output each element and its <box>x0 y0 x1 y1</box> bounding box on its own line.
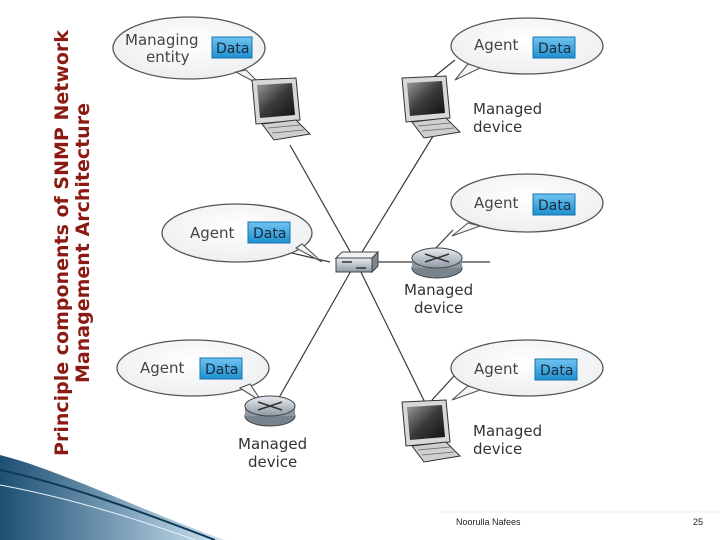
managed-device-label-line2: device <box>248 453 297 471</box>
slide-title-container: Principle components of SNMP Network Man… <box>28 28 118 458</box>
data-box <box>532 36 576 59</box>
computer-icon-top-right <box>401 75 462 139</box>
data-label: Data <box>216 41 249 57</box>
agent-label: Agent <box>474 36 519 54</box>
managed-device-label-line1: Managed <box>473 422 542 440</box>
decorative-bottom-strip <box>0 455 225 540</box>
managed-device-label-line1: Managed <box>404 281 473 299</box>
page-number: 25 <box>693 517 704 527</box>
managing-entity-bubble: Managing entity Data <box>112 16 266 87</box>
agent-label: Agent <box>140 359 185 377</box>
managed-device-label-line2: device <box>414 299 463 317</box>
data-box <box>534 358 578 381</box>
managing-entity-label-line2: entity <box>146 48 190 66</box>
slide-title-line2: Management Architecture <box>72 103 94 383</box>
computer-icon-managing-entity <box>251 77 312 141</box>
data-label: Data <box>538 41 571 57</box>
agent-bubble-mid-right: Agent Data <box>450 173 604 237</box>
managed-device-label-line1: Managed <box>238 435 307 453</box>
managed-device-label-line1: Managed <box>473 100 542 118</box>
data-box <box>247 221 291 244</box>
managed-device-label-line2: device <box>473 440 522 458</box>
footer-author: Noorulla Nafees <box>456 517 521 527</box>
data-label: Data <box>540 363 573 379</box>
router-icon-center <box>411 247 463 279</box>
agent-label: Agent <box>190 224 235 242</box>
agent-bubble-mid-left: Agent Data <box>161 203 323 263</box>
data-box <box>532 193 576 216</box>
agent-bubble-top-right: Agent Data <box>450 17 604 81</box>
managed-device-label-line2: device <box>473 118 522 136</box>
agent-bubble-bottom-right: Agent Data <box>450 339 604 401</box>
data-box <box>199 357 243 380</box>
data-box <box>211 36 253 59</box>
agent-label: Agent <box>474 360 519 378</box>
data-label: Data <box>205 362 238 378</box>
computer-icon-bottom-right <box>401 399 462 463</box>
slide-title: Principle components of SNMP Network Man… <box>51 30 94 456</box>
data-label: Data <box>538 198 571 214</box>
managing-entity-label-line1: Managing <box>125 31 199 49</box>
agent-label: Agent <box>474 194 519 212</box>
slide-title-line1: Principle components of SNMP Network <box>51 30 73 456</box>
data-label: Data <box>253 226 286 242</box>
router-icon-bottom-left <box>244 395 296 427</box>
switch-icon <box>334 250 380 274</box>
agent-bubble-bottom-left: Agent Data <box>116 339 270 403</box>
